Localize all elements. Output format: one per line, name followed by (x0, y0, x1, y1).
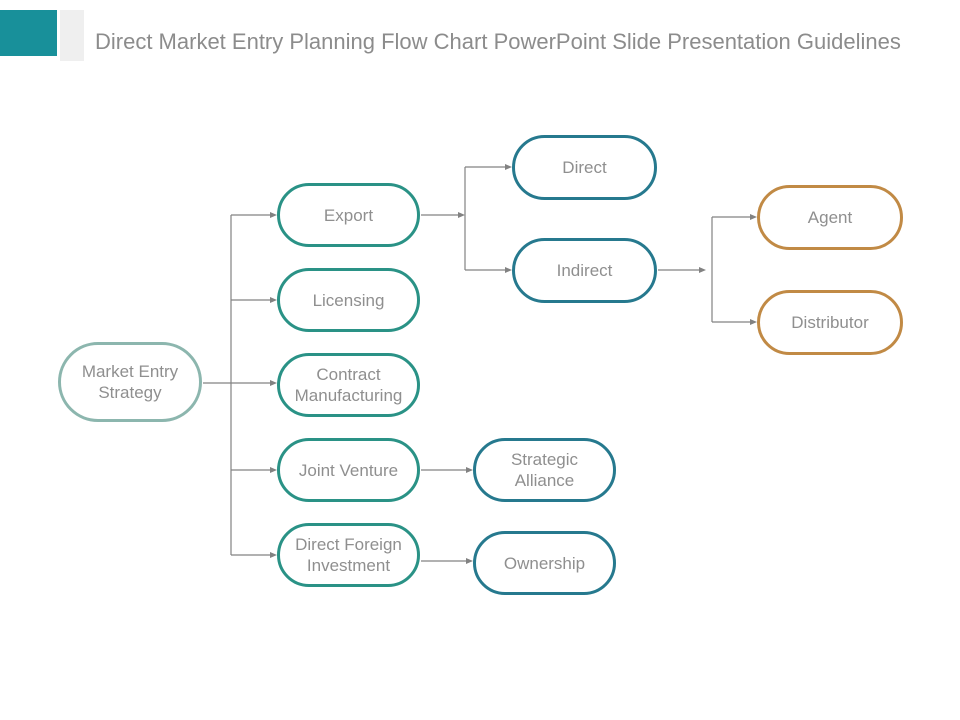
node-agent: Agent (757, 185, 903, 250)
header-gray-square (60, 10, 84, 61)
slide-title: Direct Market Entry Planning Flow Chart … (95, 29, 901, 54)
node-contract-manufacturing-label: Contract Manufacturing (294, 365, 403, 405)
node-export: Export (277, 183, 420, 247)
node-licensing-label: Licensing (312, 290, 385, 310)
node-direct: Direct (512, 135, 657, 200)
node-joint-venture-label: Joint Venture (298, 460, 399, 480)
node-direct-label: Direct (562, 158, 607, 177)
node-strategic-alliance: Strategic Alliance (473, 438, 616, 502)
node-joint-venture: Joint Venture (277, 438, 420, 502)
node-distributor-label: Distributor (791, 313, 869, 332)
node-indirect: Indirect (512, 238, 657, 303)
node-indirect-label: Indirect (556, 261, 613, 280)
node-ownership: Ownership (473, 531, 616, 595)
node-strategic-alliance-label: Strategic Alliance (510, 450, 579, 490)
header-accent-square (0, 10, 57, 56)
node-contract-manufacturing: Contract Manufacturing (277, 353, 420, 417)
node-ownership-label: Ownership (503, 553, 586, 573)
node-licensing: Licensing (277, 268, 420, 332)
node-market-entry-strategy-label: Market Entry Strategy (81, 362, 179, 402)
node-export-label: Export (323, 205, 374, 225)
node-direct-foreign-investment-label: Direct Foreign Investment (295, 535, 402, 575)
node-distributor: Distributor (757, 290, 903, 355)
node-agent-label: Agent (807, 208, 853, 227)
node-market-entry-strategy: Market Entry Strategy (58, 342, 202, 422)
node-direct-foreign-investment: Direct Foreign Investment (277, 523, 420, 587)
